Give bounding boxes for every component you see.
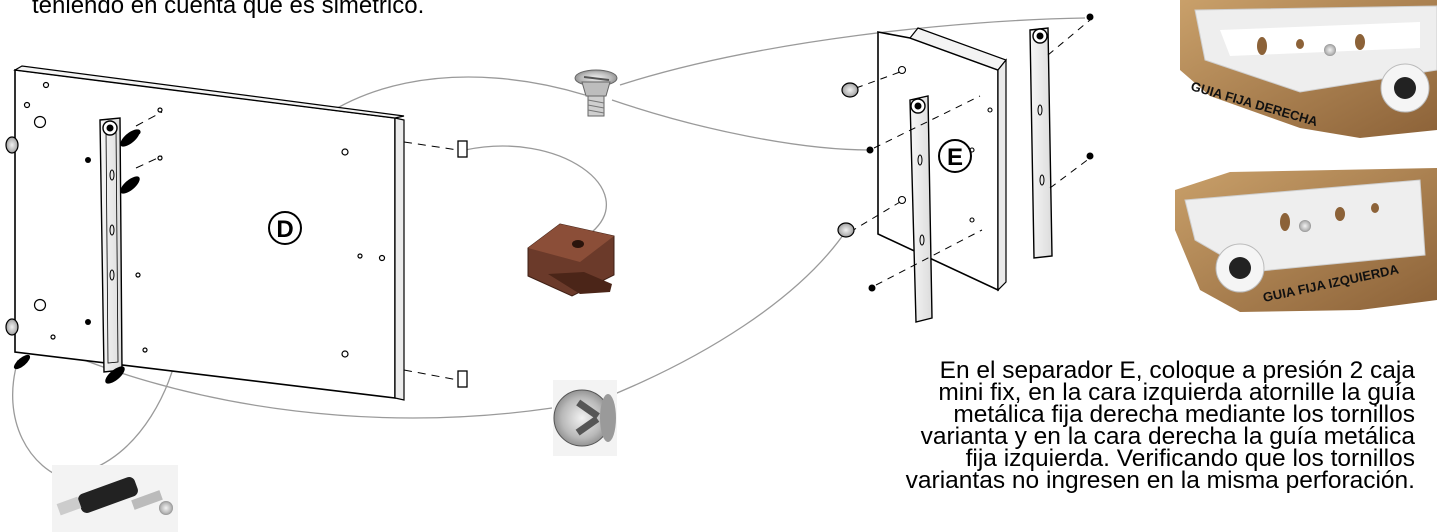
caption-line: mini fix, en la cara izquierda atornille… (938, 379, 1415, 406)
leader-clip-to-cam (464, 145, 607, 233)
panel-e-rail-left (909, 95, 933, 323)
panel-e-label: E (947, 144, 963, 171)
panel-d-dowels (13, 129, 140, 384)
leader-cam-to-panel-d (13, 329, 553, 419)
panel-e-holes (897, 65, 993, 223)
panel-d-screws (85, 157, 91, 325)
panel-e-face (877, 31, 999, 292)
cam-lock-photo (553, 380, 617, 456)
panel-d-clip-guides (135, 111, 459, 381)
leader-lines (12, 17, 1086, 481)
panel-d: D (5, 65, 468, 401)
panel-e-cam-boxes (837, 82, 859, 238)
panel-e-dashes (849, 19, 1091, 286)
panel-d-label-circle (268, 211, 302, 245)
panel-d-holes (23, 81, 386, 358)
caption-line: En el separador E, coloque a presión 2 c… (939, 357, 1415, 384)
panel-e-label-circle (938, 139, 972, 173)
caption-line: fija izquierda. Verificando que los torn… (965, 445, 1415, 472)
screw-detail (574, 69, 618, 117)
panel-d-face (14, 69, 396, 399)
panel-d-edge (394, 117, 405, 401)
panel-e-rail-right (1029, 27, 1053, 259)
leader-screw-to-panel-e (611, 99, 871, 151)
caption-line: metálica fija derecha mediante los torni… (953, 401, 1415, 428)
instruction-caption: En el separador E, coloque a presión 2 c… (760, 357, 1415, 494)
panel-d-clips (457, 140, 468, 388)
leader-dowel-2 (12, 359, 71, 481)
panel-d-cam-locks (5, 136, 19, 336)
dowel-photo (52, 465, 178, 532)
photo-guide-left: GUIA FIJA IZQUIERDA (1175, 168, 1437, 312)
caption-line: variantas no ingresen en la misma perfor… (905, 467, 1415, 494)
photo-guide-right: GUIA FIJA DERECHA (1180, 0, 1437, 138)
panel-d-rail (99, 117, 123, 373)
brown-clip (527, 223, 615, 297)
leader-screw-to-bolt-top (619, 17, 1086, 86)
panel-e-screws (866, 13, 1094, 292)
panel-d-label: D (276, 216, 293, 243)
panel-e-right-edge (997, 58, 1007, 292)
caption-line: varianta y en la cara derecha la guía me… (920, 423, 1415, 450)
instruction-top-line: teniendo en cuenta que es simétrico. (32, 0, 425, 19)
panel-e: E (837, 13, 1094, 323)
leader-cam-to-panel-e (599, 227, 849, 401)
panel-d-top-edge (13, 65, 405, 119)
